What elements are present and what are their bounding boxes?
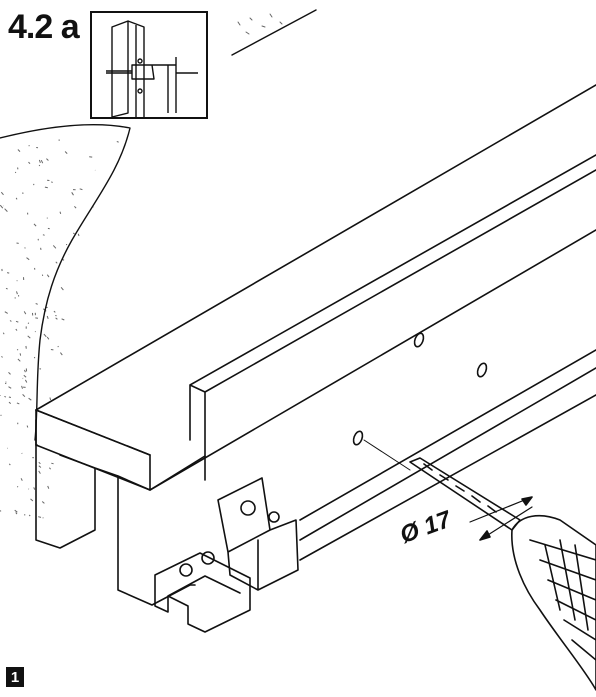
wall-edge	[0, 124, 131, 441]
bolt-icon	[268, 511, 280, 523]
drill-icon	[511, 514, 596, 691]
dimension-arrow	[521, 496, 533, 506]
step-label: 4.2 a	[8, 8, 80, 46]
inset-hole	[137, 58, 143, 64]
ceiling-speckle	[237, 13, 283, 35]
drill-guide-line	[363, 439, 411, 471]
beam-top-face	[35, 84, 596, 491]
wall-speckle	[0, 139, 119, 519]
inset-hole	[137, 88, 143, 94]
step-badge: 1	[6, 667, 24, 687]
hole-icon	[476, 362, 488, 378]
inset-drill	[131, 57, 198, 113]
hole-icon	[352, 430, 364, 446]
dimension-arrow	[479, 530, 491, 541]
hole-icon	[413, 332, 425, 348]
bolt-icon	[179, 563, 193, 577]
bolt-icon	[201, 551, 215, 565]
drill-detail-inset	[90, 11, 208, 119]
i-beam-profile	[35, 409, 196, 606]
rail-channel	[154, 552, 251, 633]
ceiling-line	[231, 9, 317, 56]
bracket	[217, 477, 299, 591]
inset-post	[111, 20, 145, 117]
beam-front-lower	[35, 409, 206, 491]
plate-lower-edge	[299, 349, 596, 561]
bolt-icon	[240, 500, 256, 516]
mounting-plate	[189, 154, 596, 481]
inset-drill-bit	[106, 70, 132, 74]
